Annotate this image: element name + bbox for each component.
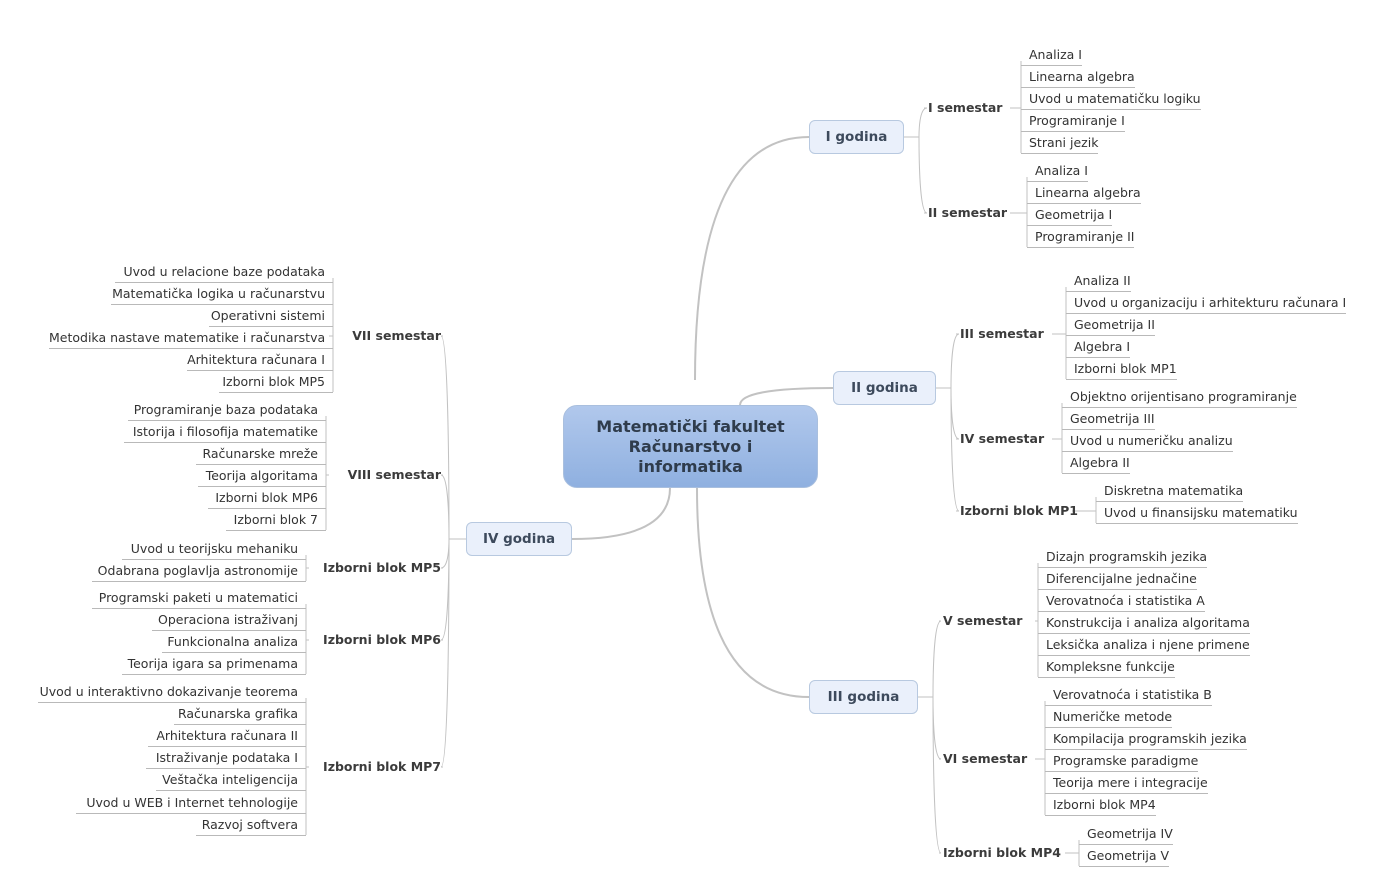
year-node[interactable]: III godina xyxy=(809,680,918,714)
course-item[interactable]: Teorija algoritama xyxy=(198,466,326,487)
connector-line xyxy=(932,696,942,760)
course-item[interactable]: Diskretna matematika xyxy=(1096,481,1244,502)
course-item[interactable]: Funkcionalna analiza xyxy=(162,632,306,653)
central-topic-line-3: informatika xyxy=(638,456,743,476)
course-item[interactable]: Analiza II xyxy=(1066,271,1131,292)
course-item[interactable]: Operativni sistemi xyxy=(209,306,333,327)
year-node[interactable]: I godina xyxy=(809,120,904,154)
connector-line xyxy=(440,335,450,540)
course-item[interactable]: Računarska grafika xyxy=(174,704,306,725)
course-item[interactable]: Istorija i filosofija matematike xyxy=(124,422,326,443)
course-item[interactable]: Razvoj softvera xyxy=(196,815,306,836)
course-item[interactable]: Izborni blok MP5 xyxy=(219,372,333,393)
course-item[interactable]: Arhitektura računara I xyxy=(187,350,333,371)
course-item[interactable]: Geometrija V xyxy=(1079,846,1170,867)
course-item[interactable]: Konstrukcija i analiza algoritama xyxy=(1038,613,1250,634)
course-item[interactable]: Analiza I xyxy=(1021,45,1082,66)
group-label[interactable]: IV semestar xyxy=(960,431,1045,446)
connector-line xyxy=(932,696,942,854)
connector-line xyxy=(440,474,450,540)
group-label[interactable]: I semestar xyxy=(928,100,1003,115)
course-item[interactable]: Izborni blok MP4 xyxy=(1045,795,1156,816)
group-label[interactable]: Izborni blok MP5 xyxy=(323,560,441,575)
course-item[interactable]: Računarske mreže xyxy=(196,444,326,465)
course-item[interactable]: Programiranje baza podataka xyxy=(128,400,326,421)
course-item[interactable]: Dizajn programskih jezika xyxy=(1038,547,1208,568)
course-item[interactable]: Programiranje I xyxy=(1021,111,1125,132)
course-item[interactable]: Teorija mere i integracije xyxy=(1045,773,1208,794)
course-item[interactable]: Operaciona istraživanj xyxy=(152,610,306,631)
group-label[interactable]: Izborni blok MP7 xyxy=(323,759,441,774)
course-item[interactable]: Uvod u teorijsku mehaniku xyxy=(122,539,306,560)
connector-line xyxy=(739,387,834,406)
course-item[interactable]: Uvod u interaktivno dokazivanje teorema xyxy=(38,682,306,703)
group-label[interactable]: VI semestar xyxy=(943,751,1028,766)
course-item[interactable]: Arhitektura računara II xyxy=(148,726,306,747)
course-item[interactable]: Programiranje II xyxy=(1027,227,1135,248)
year-node[interactable]: IV godina xyxy=(466,522,572,556)
central-topic-line-1: Matematički fakultet xyxy=(596,416,785,436)
group-label[interactable]: VIII semestar xyxy=(347,467,441,482)
course-item[interactable]: Algebra I xyxy=(1066,337,1131,358)
course-item[interactable]: Kompilacija programskih jezika xyxy=(1045,729,1247,750)
group-label[interactable]: Izborni blok MP6 xyxy=(323,632,441,647)
course-item[interactable]: Kompleksne funkcije xyxy=(1038,657,1175,678)
course-item[interactable]: Geometrija I xyxy=(1027,205,1113,226)
course-item[interactable]: Uvod u organizaciju i arhitekturu računa… xyxy=(1066,293,1347,314)
central-topic[interactable]: Matematički fakultet Računarstvo i infor… xyxy=(563,405,818,488)
connector-line xyxy=(918,136,928,214)
connector-line xyxy=(918,107,928,138)
course-item[interactable]: Objektno orijentisano programiranje xyxy=(1062,387,1297,408)
connector-line xyxy=(696,487,810,698)
connector-line xyxy=(932,620,942,698)
group-label[interactable]: Izborni blok MP1 xyxy=(960,503,1078,518)
connector-line xyxy=(571,487,671,540)
course-item[interactable]: Matematička logika u računarstvu xyxy=(111,284,333,305)
group-label[interactable]: V semestar xyxy=(943,613,1023,628)
course-item[interactable]: Analiza I xyxy=(1027,161,1088,182)
group-label[interactable]: VII semestar xyxy=(352,328,441,343)
course-item[interactable]: Verovatnoća i statistika A xyxy=(1038,591,1205,612)
group-label[interactable]: III semestar xyxy=(960,326,1044,341)
course-item[interactable]: Izborni blok MP1 xyxy=(1066,359,1177,380)
course-item[interactable]: Uvod u matematičku logiku xyxy=(1021,89,1201,110)
course-item[interactable]: Algebra II xyxy=(1062,453,1130,474)
course-item[interactable]: Geometrija IV xyxy=(1079,824,1173,845)
course-item[interactable]: Uvod u finansijsku matematiku xyxy=(1096,503,1298,524)
central-topic-line-2: Računarstvo i xyxy=(628,436,753,456)
connector-line xyxy=(694,136,810,381)
connector-line xyxy=(950,387,960,440)
connector-line xyxy=(950,387,960,512)
course-item[interactable]: Geometrija II xyxy=(1066,315,1155,336)
course-item[interactable]: Izborni blok MP6 xyxy=(208,488,326,509)
course-item[interactable]: Odabrana poglavlja astronomije xyxy=(92,561,306,582)
course-item[interactable]: Teorija igara sa primenama xyxy=(122,654,306,675)
group-label[interactable]: Izborni blok MP4 xyxy=(943,845,1061,860)
course-item[interactable]: Uvod u numeričku analizu xyxy=(1062,431,1233,452)
course-item[interactable]: Uvod u relacione baze podataka xyxy=(115,262,333,283)
course-item[interactable]: Veštačka inteligencija xyxy=(156,770,306,791)
course-item[interactable]: Linearna algebra xyxy=(1021,67,1135,88)
course-item[interactable]: Geometrija III xyxy=(1062,409,1155,430)
connector-line xyxy=(440,538,450,569)
connector-line xyxy=(950,333,960,389)
year-node[interactable]: II godina xyxy=(833,371,936,405)
course-item[interactable]: Numeričke metode xyxy=(1045,707,1173,728)
course-item[interactable]: Programske paradigme xyxy=(1045,751,1199,772)
course-item[interactable]: Metodika nastave matematike i računarstv… xyxy=(49,328,333,349)
course-item[interactable]: Diferencijalne jednačine xyxy=(1038,569,1197,590)
course-item[interactable]: Izborni blok 7 xyxy=(226,510,326,531)
group-label[interactable]: II semestar xyxy=(928,205,1008,220)
course-item[interactable]: Istraživanje podataka I xyxy=(146,748,306,769)
course-item[interactable]: Linearna algebra xyxy=(1027,183,1141,204)
course-item[interactable]: Leksička analiza i njene primene xyxy=(1038,635,1250,656)
connector-line xyxy=(440,538,450,768)
course-item[interactable]: Verovatnoća i statistika B xyxy=(1045,685,1212,706)
course-item[interactable]: Programski paketi u matematici xyxy=(92,588,306,609)
course-item[interactable]: Uvod u WEB i Internet tehnologije xyxy=(76,793,306,814)
course-item[interactable]: Strani jezik xyxy=(1021,133,1099,154)
